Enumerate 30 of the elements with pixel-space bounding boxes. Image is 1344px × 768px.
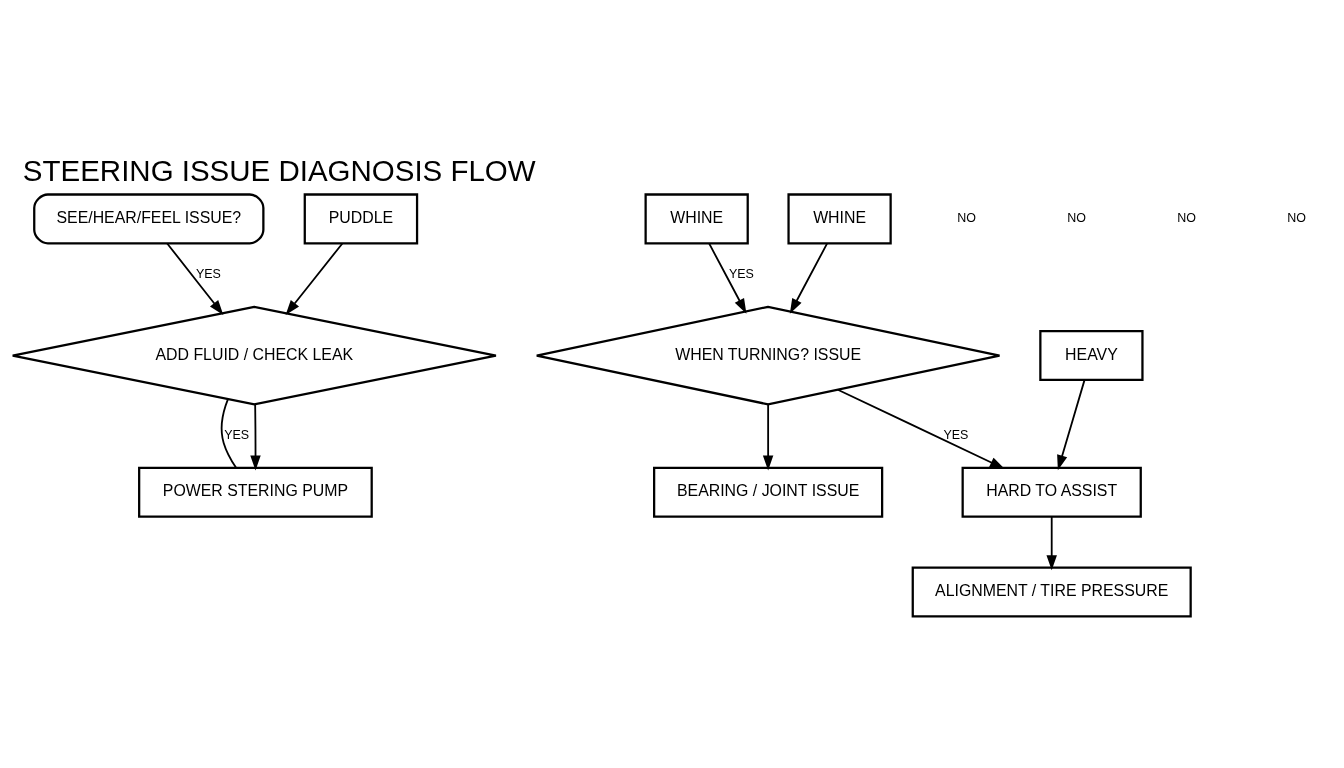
node-box: POWER STERING PUMP (138, 466, 373, 518)
node-box: SEE/HEAR/FEEL ISSUE? (33, 192, 265, 244)
label: NO (1177, 210, 1197, 225)
node-box: HARD TO ASSIST (961, 466, 1142, 518)
arrow (166, 242, 224, 315)
node-box: BEARING / JOINT ISSUE (653, 466, 884, 518)
diagram-title: STEERING ISSUE DIAGNOSIS FLOW (22, 153, 536, 187)
arrow (708, 242, 747, 314)
label: NO (1067, 210, 1087, 225)
arrow (285, 242, 344, 315)
arrow (789, 242, 829, 314)
arrow (1057, 378, 1086, 470)
arrow (836, 388, 1005, 469)
node-box: WHINE (787, 192, 892, 244)
edge-label: YES (224, 427, 250, 442)
node-diamond: WHEN TURNING? ISSUE (535, 305, 1001, 405)
arrow (1046, 515, 1057, 570)
label: NO (1287, 210, 1307, 225)
arrow (250, 402, 261, 470)
node-box: ALIGNMENT / TIRE PRESSURE (911, 566, 1192, 618)
label: NO (957, 210, 976, 225)
node-box: WHINE (644, 192, 749, 244)
edge-label: YES (195, 266, 221, 281)
edge-label: YES (729, 266, 754, 281)
connector (220, 398, 237, 468)
node-box: HEAVY (1039, 329, 1144, 381)
node-box: PUDDLE (303, 192, 419, 244)
node-diamond: ADD FLUID / CHECK LEAK (11, 305, 498, 405)
edge-label: YES (943, 427, 969, 442)
arrow (762, 403, 774, 470)
